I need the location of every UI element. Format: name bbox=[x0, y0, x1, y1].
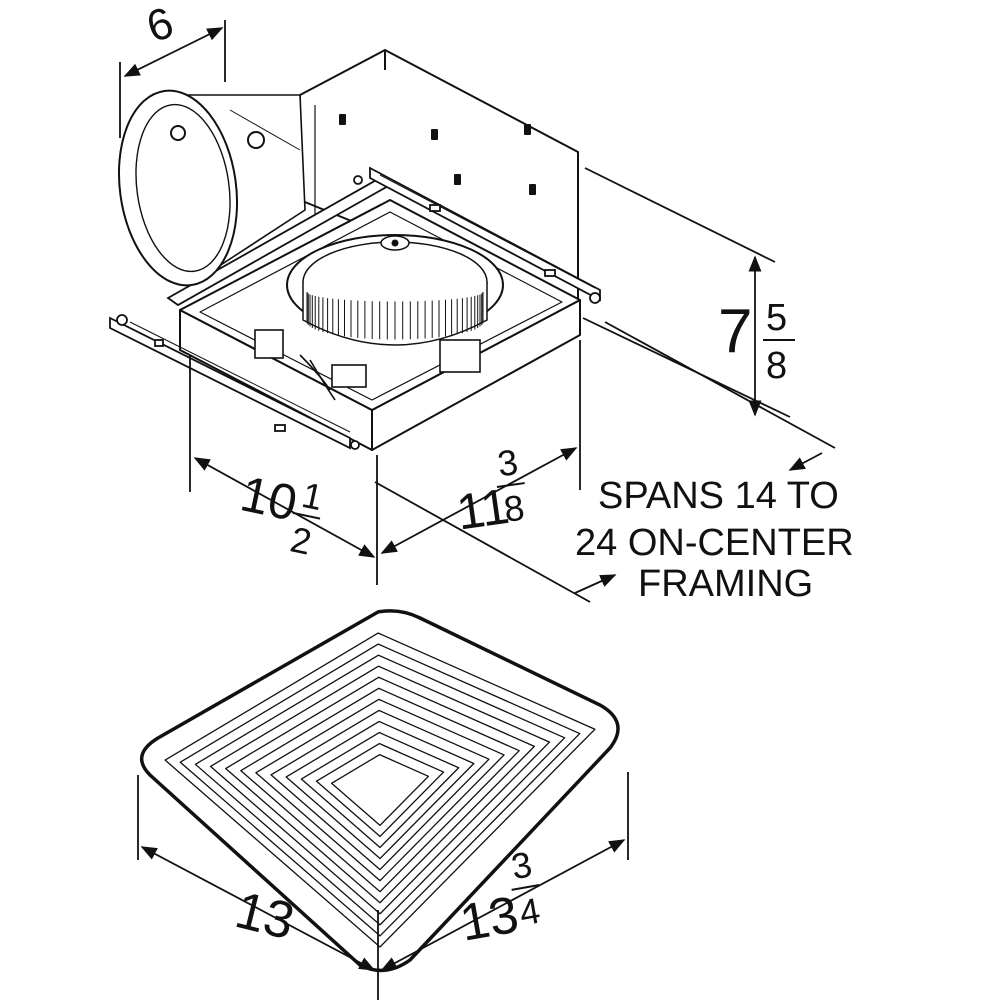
grille-dimension-lines bbox=[137, 772, 629, 1000]
duct-collar bbox=[117, 89, 306, 287]
grille-ring bbox=[255, 698, 505, 882]
grille-width-label: 13 bbox=[230, 881, 300, 951]
grille-ring bbox=[240, 687, 520, 893]
framing-note-line1: SPANS 14 TO bbox=[598, 475, 839, 517]
grille-ring bbox=[209, 665, 551, 915]
svg-text:10: 10 bbox=[236, 465, 302, 531]
svg-text:8: 8 bbox=[501, 487, 527, 530]
motor-wiring bbox=[254, 329, 481, 401]
mounting-rails bbox=[109, 166, 601, 450]
width-dimension-line bbox=[193, 457, 376, 558]
fan-grille bbox=[140, 609, 620, 973]
framing-note-line2: 24 ON-CENTER bbox=[575, 522, 854, 564]
svg-text:3: 3 bbox=[508, 843, 535, 887]
grille-ring bbox=[179, 643, 581, 937]
svg-text:3: 3 bbox=[495, 441, 521, 484]
grille-ring bbox=[285, 720, 475, 860]
svg-text:7: 7 bbox=[718, 297, 752, 366]
svg-text:4: 4 bbox=[516, 890, 543, 934]
depth-dimension-label: 11 3 8 bbox=[453, 441, 527, 541]
svg-text:5: 5 bbox=[766, 297, 787, 339]
grille-ring bbox=[225, 676, 535, 904]
svg-text:11: 11 bbox=[453, 478, 512, 541]
grille-width-dimension-line bbox=[140, 846, 376, 971]
dimension-lines bbox=[119, 20, 836, 603]
rail-left bbox=[109, 316, 351, 450]
svg-text:13: 13 bbox=[456, 886, 523, 953]
svg-text:1: 1 bbox=[299, 474, 327, 518]
grille-depth-dimension-line bbox=[380, 839, 626, 971]
blower-wheel bbox=[286, 234, 504, 346]
grille-ring bbox=[330, 753, 430, 827]
grille-ring bbox=[194, 654, 566, 926]
framing-dimension-line bbox=[574, 574, 617, 594]
svg-text:8: 8 bbox=[766, 345, 787, 387]
width-dimension-label: 10 1 2 bbox=[236, 465, 327, 562]
grille-ring bbox=[315, 742, 445, 838]
grille-ring bbox=[164, 632, 596, 948]
framing-note: SPANS 14 TO 24 ON-CENTER FRAMING bbox=[575, 475, 854, 605]
duct-dimension-label: 6 bbox=[141, 0, 179, 52]
duct-dimension-line bbox=[123, 27, 224, 77]
depth-dimension-line bbox=[380, 447, 578, 554]
height-dimension-label: 7 5 8 bbox=[718, 297, 795, 387]
framing-note-line3: FRAMING bbox=[638, 563, 813, 605]
grille-ring bbox=[270, 709, 490, 871]
grille-ring bbox=[300, 731, 460, 849]
